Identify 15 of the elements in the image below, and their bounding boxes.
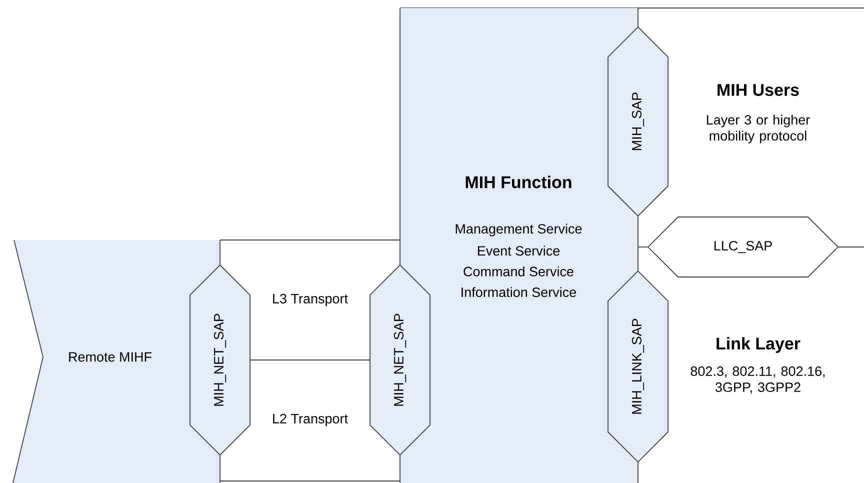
layer-heading: MIH Users (718, 84, 799, 96)
layer-text: L2 Transport (273, 414, 348, 426)
node-label: Information Service (462, 287, 576, 298)
node-label: Command Service (464, 266, 574, 276)
layer-text: Layer 3 or higher mobility protocol (706, 114, 810, 144)
node-label: MIH Function (466, 176, 572, 188)
layer-heading: Link Layer (716, 337, 800, 353)
layer-text: 802.3, 802.11, 802.16, 3GPP, 3GPP2 (690, 366, 825, 394)
connector-line (838, 246, 864, 248)
connector-line (220, 480, 400, 482)
node-label: Remote MIHF (69, 352, 152, 362)
layer-text: L3 Transport (273, 294, 348, 306)
connector-line (638, 246, 648, 248)
node-label: Event Service (478, 246, 560, 256)
node-label: Management Service (456, 224, 582, 236)
